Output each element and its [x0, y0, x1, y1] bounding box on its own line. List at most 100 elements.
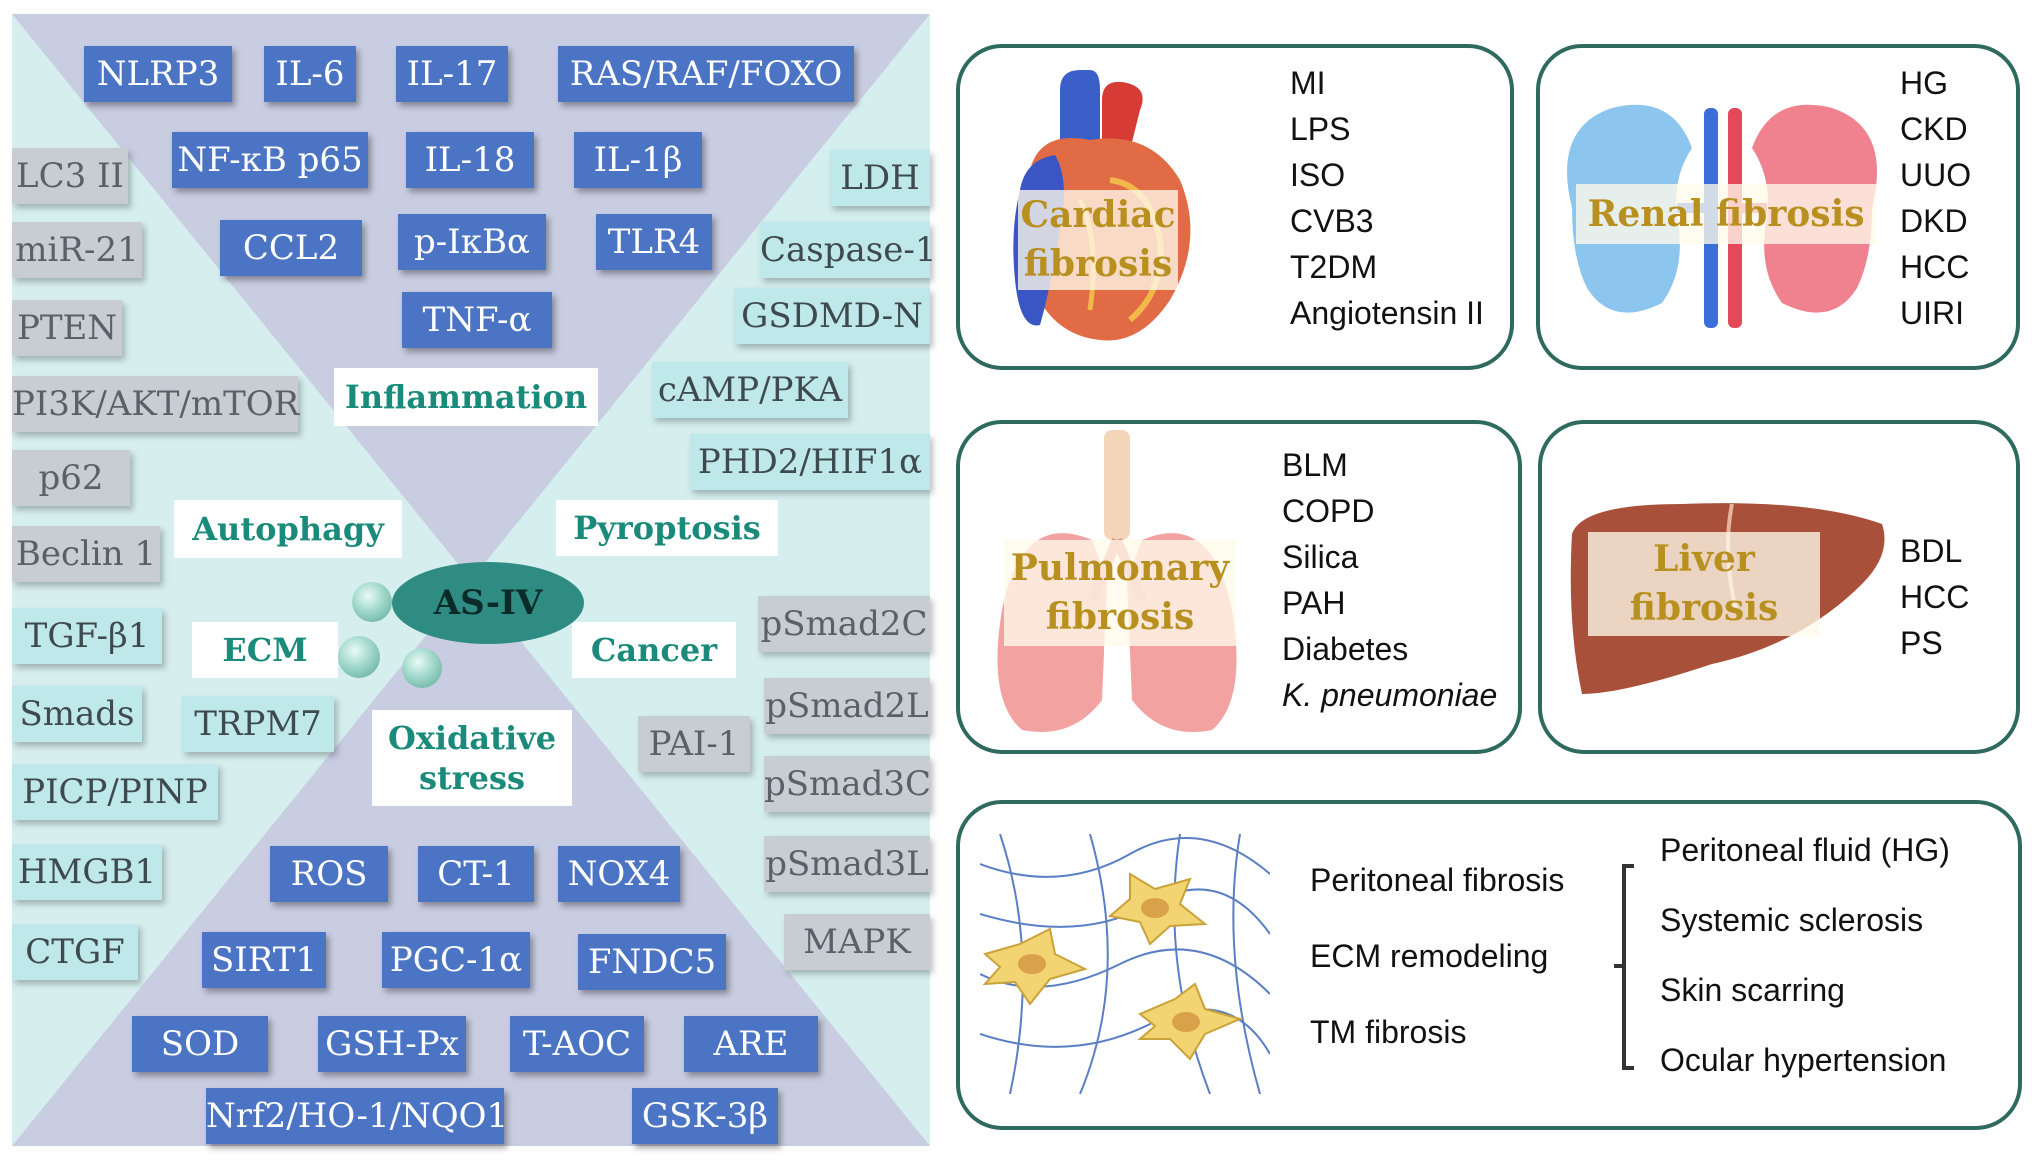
marker-nrf2-ho1-nqo1: Nrf2/HO-1/NQO1 [206, 1088, 508, 1144]
marker-camp-pka: cAMP/PKA [652, 362, 848, 418]
marker-caspase1: Caspase-1 [760, 222, 936, 278]
as-iv-label: AS-IV [433, 583, 543, 623]
pulmonary-fibrosis-panel: Pulmonary fibrosis BLM COPD Silica PAH D… [956, 420, 1522, 754]
marker-psmad3c: pSmad3C [764, 756, 931, 812]
marker-pai1: PAI-1 [638, 716, 750, 772]
marker-are: ARE [684, 1016, 818, 1072]
liver-item: BDL [1900, 533, 1963, 569]
marker-fndc5: FNDC5 [578, 934, 726, 990]
marker-t-aoc: T-AOC [510, 1016, 644, 1072]
marker-picp-pinp: PICP/PINP [12, 764, 218, 820]
cardiac-item: T2DM [1290, 249, 1378, 285]
related-condition-item: Peritoneal fluid (HG) [1660, 832, 1950, 868]
renal-fibrosis-label: Renal fibrosis [1576, 184, 1876, 244]
marker-ros: ROS [270, 846, 388, 902]
cardiac-item: LPS [1290, 111, 1351, 147]
renal-item: CKD [1900, 111, 1968, 147]
marker-ras-raf-foxo: RAS/RAF/FOXO [558, 46, 854, 102]
related-condition-item: Systemic sclerosis [1660, 902, 1924, 938]
marker-ccl2: CCL2 [220, 220, 362, 276]
liver-item: HCC [1900, 579, 1970, 615]
marker-lc3-ii: LC3 II [12, 148, 128, 204]
renal-item: UIRI [1900, 295, 1964, 331]
marker-psmad3l: pSmad3L [764, 836, 930, 892]
other-fibrosis-item: Peritoneal fibrosis [1310, 862, 1565, 898]
cardiac-item: CVB3 [1290, 203, 1374, 239]
marker-phd2-hif1a: PHD2/HIF1α [690, 434, 930, 490]
marker-gsdmd-n: GSDMD-N [734, 288, 930, 344]
renal-item: UUO [1900, 157, 1972, 193]
marker-nox4: NOX4 [558, 846, 680, 902]
renal-model-list: HG CKD UUO DKD HCC UIRI [1900, 60, 1971, 336]
marker-nfkb-p65: NF-κB p65 [172, 132, 368, 188]
molecule-bubble-icon [352, 582, 392, 622]
renal-fibrosis-panel: Renal fibrosis HG CKD UUO DKD HCC UIRI [1536, 44, 2020, 370]
marker-trpm7: TRPM7 [182, 696, 334, 752]
pulmonary-fibrosis-label: Pulmonary fibrosis [1004, 540, 1236, 646]
category-pyroptosis: Pyroptosis [556, 500, 778, 556]
cardiac-item: MI [1290, 65, 1326, 101]
category-cancer: Cancer [572, 622, 736, 678]
pulmonary-item: Diabetes [1282, 631, 1409, 667]
cardiac-item: Angiotensin II [1290, 295, 1484, 331]
renal-item: DKD [1900, 203, 1968, 239]
marker-pten: PTEN [12, 300, 122, 356]
cardiac-model-list: MI LPS ISO CVB3 T2DM Angiotensin II [1290, 60, 1484, 336]
marker-ct1: CT-1 [418, 846, 534, 902]
other-fibrosis-item: ECM remodeling [1310, 938, 1549, 974]
marker-il18: IL-18 [406, 132, 534, 188]
marker-il6: IL-6 [264, 46, 356, 102]
marker-beclin1: Beclin 1 [12, 526, 160, 582]
pulmonary-item: PAH [1282, 585, 1346, 621]
molecule-bubble-icon [402, 648, 442, 688]
pulmonary-item: BLM [1282, 447, 1348, 483]
other-fibrosis-item: TM fibrosis [1310, 1014, 1467, 1050]
category-oxidative-stress: Oxidative stress [372, 710, 572, 806]
bracket-icon [1614, 864, 1634, 1070]
marker-mir21: miR-21 [12, 222, 142, 278]
marker-hmgb1: HMGB1 [12, 844, 162, 900]
marker-ctgf: CTGF [12, 924, 138, 980]
category-ecm: ECM [192, 622, 338, 678]
marker-tgfb1: TGF-β1 [12, 608, 162, 664]
marker-pi3k-akt-mtor: PI3K/AKT/mTOR [12, 376, 299, 432]
pulmonary-item: K. pneumoniae [1282, 677, 1498, 713]
pulmonary-model-list: BLM COPD Silica PAH Diabetes K. pneumoni… [1282, 442, 1497, 718]
liver-item: PS [1900, 625, 1943, 661]
marker-ldh: LDH [830, 150, 930, 206]
cardiac-fibrosis-label: Cardiac fibrosis [1018, 190, 1178, 290]
marker-pgc1a: PGC-1α [382, 932, 530, 988]
marker-il17: IL-17 [396, 46, 508, 102]
other-fibrosis-panel: Peritoneal fibrosis ECM remodeling TM fi… [956, 800, 2022, 1130]
as-iv-center: AS-IV [392, 562, 584, 644]
liver-fibrosis-panel: Liver fibrosis BDL HCC PS [1538, 420, 2020, 754]
marker-tlr4: TLR4 [596, 214, 712, 270]
marker-smads: Smads [12, 686, 142, 742]
marker-nlrp3: NLRP3 [84, 46, 232, 102]
fibroblast-cells-icon [980, 834, 1270, 1094]
marker-p-ikba: p-IκBα [398, 214, 546, 270]
liver-model-list: BDL HCC PS [1900, 528, 1969, 666]
mechanism-panel: NLRP3 IL-6 IL-17 RAS/RAF/FOXO NF-κB p65 … [12, 14, 936, 1146]
pulmonary-item: Silica [1282, 539, 1359, 575]
marker-gsh-px: GSH-Px [318, 1016, 466, 1072]
liver-fibrosis-label: Liver fibrosis [1588, 532, 1820, 636]
marker-gsk3b: GSK-3β [632, 1088, 778, 1144]
category-autophagy: Autophagy [174, 500, 402, 558]
molecule-bubble-icon [338, 636, 380, 678]
renal-item: HCC [1900, 249, 1970, 285]
renal-item: HG [1900, 65, 1948, 101]
marker-tnfa: TNF-α [402, 292, 552, 348]
marker-sirt1: SIRT1 [202, 932, 326, 988]
marker-sod: SOD [132, 1016, 268, 1072]
marker-psmad2c: pSmad2C [758, 596, 930, 652]
cardiac-item: ISO [1290, 157, 1346, 193]
marker-mapk: MAPK [784, 914, 930, 970]
marker-p62: p62 [12, 450, 130, 506]
related-condition-item: Skin scarring [1660, 972, 1845, 1008]
cardiac-fibrosis-panel: Cardiac fibrosis MI LPS ISO CVB3 T2DM An… [956, 44, 1514, 370]
category-inflammation: Inflammation [334, 368, 598, 426]
pulmonary-item: COPD [1282, 493, 1375, 529]
related-condition-item: Ocular hypertension [1660, 1042, 1947, 1078]
marker-il1b: IL-1β [574, 132, 702, 188]
